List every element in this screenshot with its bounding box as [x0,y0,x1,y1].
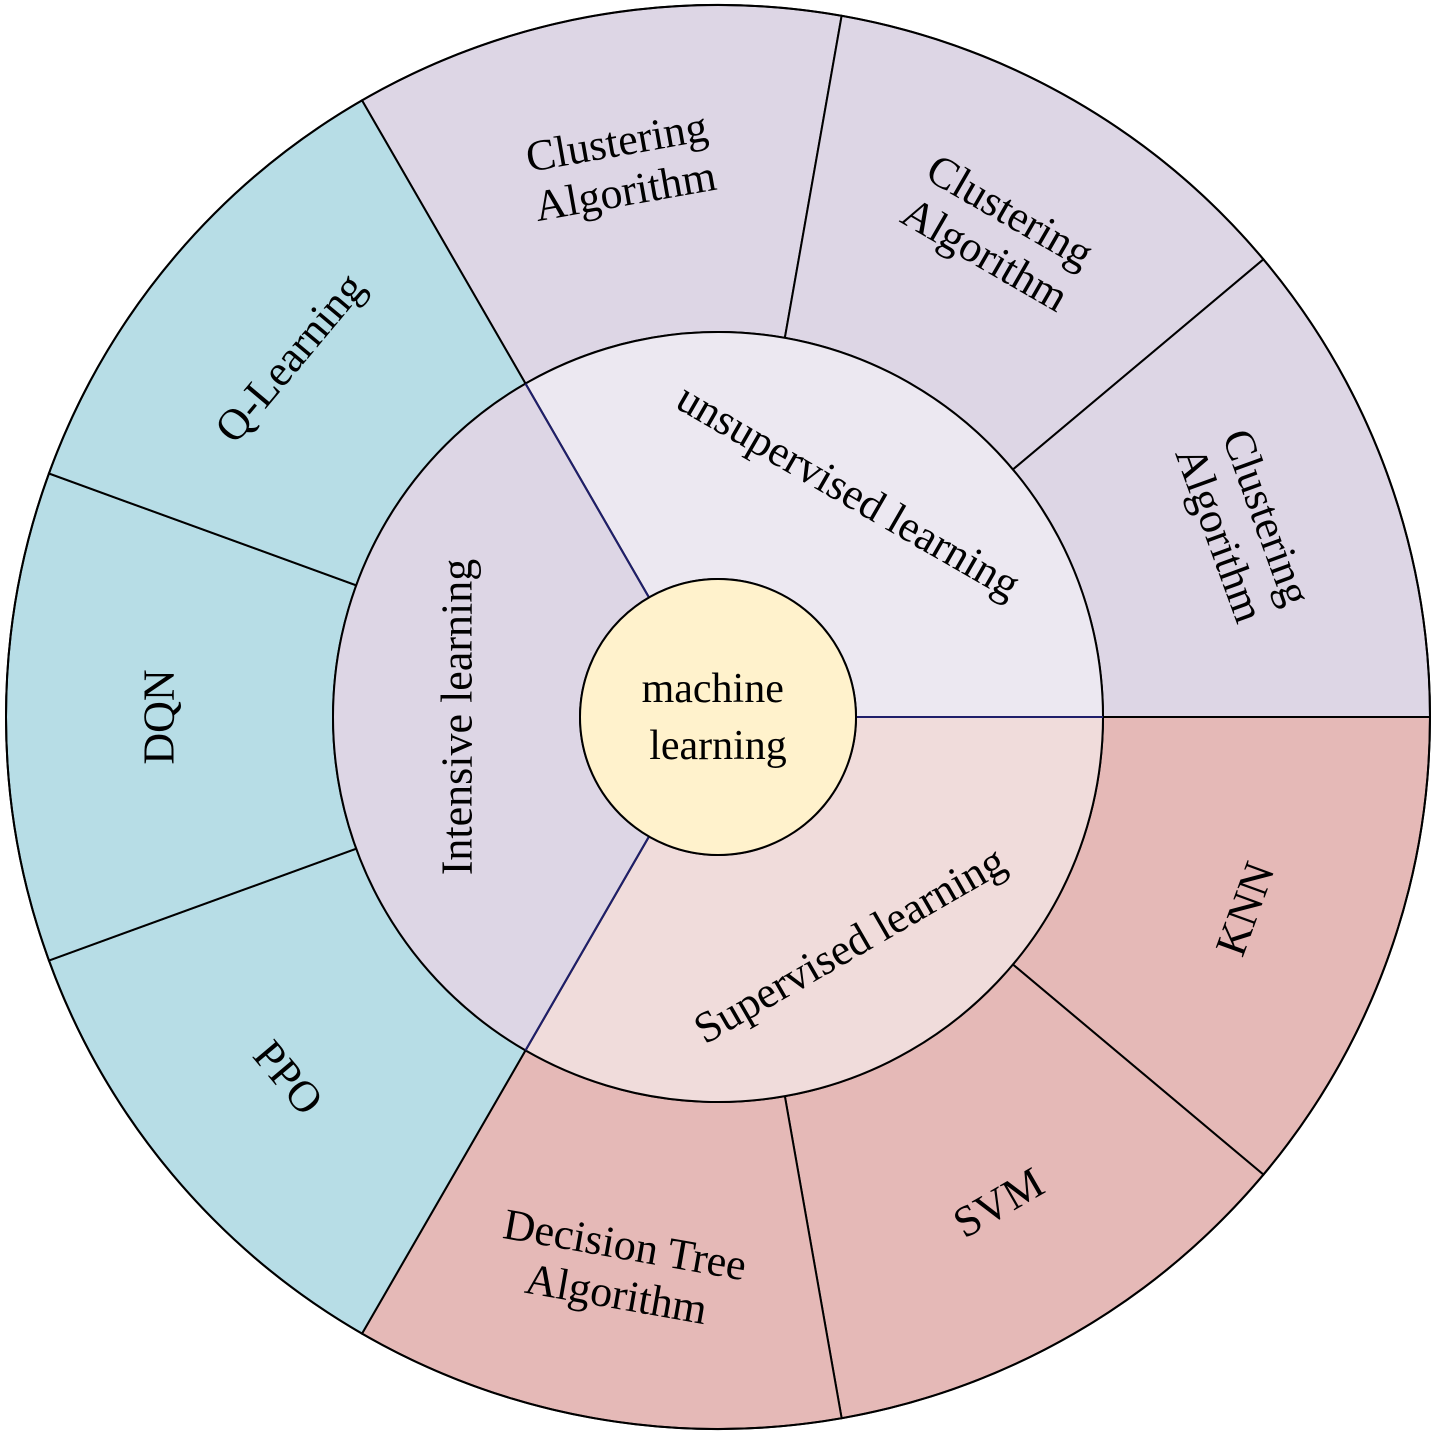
intensive-divider-line [524,836,650,1051]
center-circle [579,578,857,856]
center-label: machine learning [642,666,795,769]
center-label-line-2: learning [649,723,787,769]
intensive-category-label: Intensive learning [432,559,481,875]
center-label-line-1: machine [642,666,784,712]
center-node: machine learning [579,578,857,856]
intensive-leaf-label-2-line-1: DQN [134,669,183,764]
unsupervised-divider-line [524,383,650,598]
outer-border [5,4,1431,1430]
intensive-leaf-label-2: DQN [134,669,183,764]
